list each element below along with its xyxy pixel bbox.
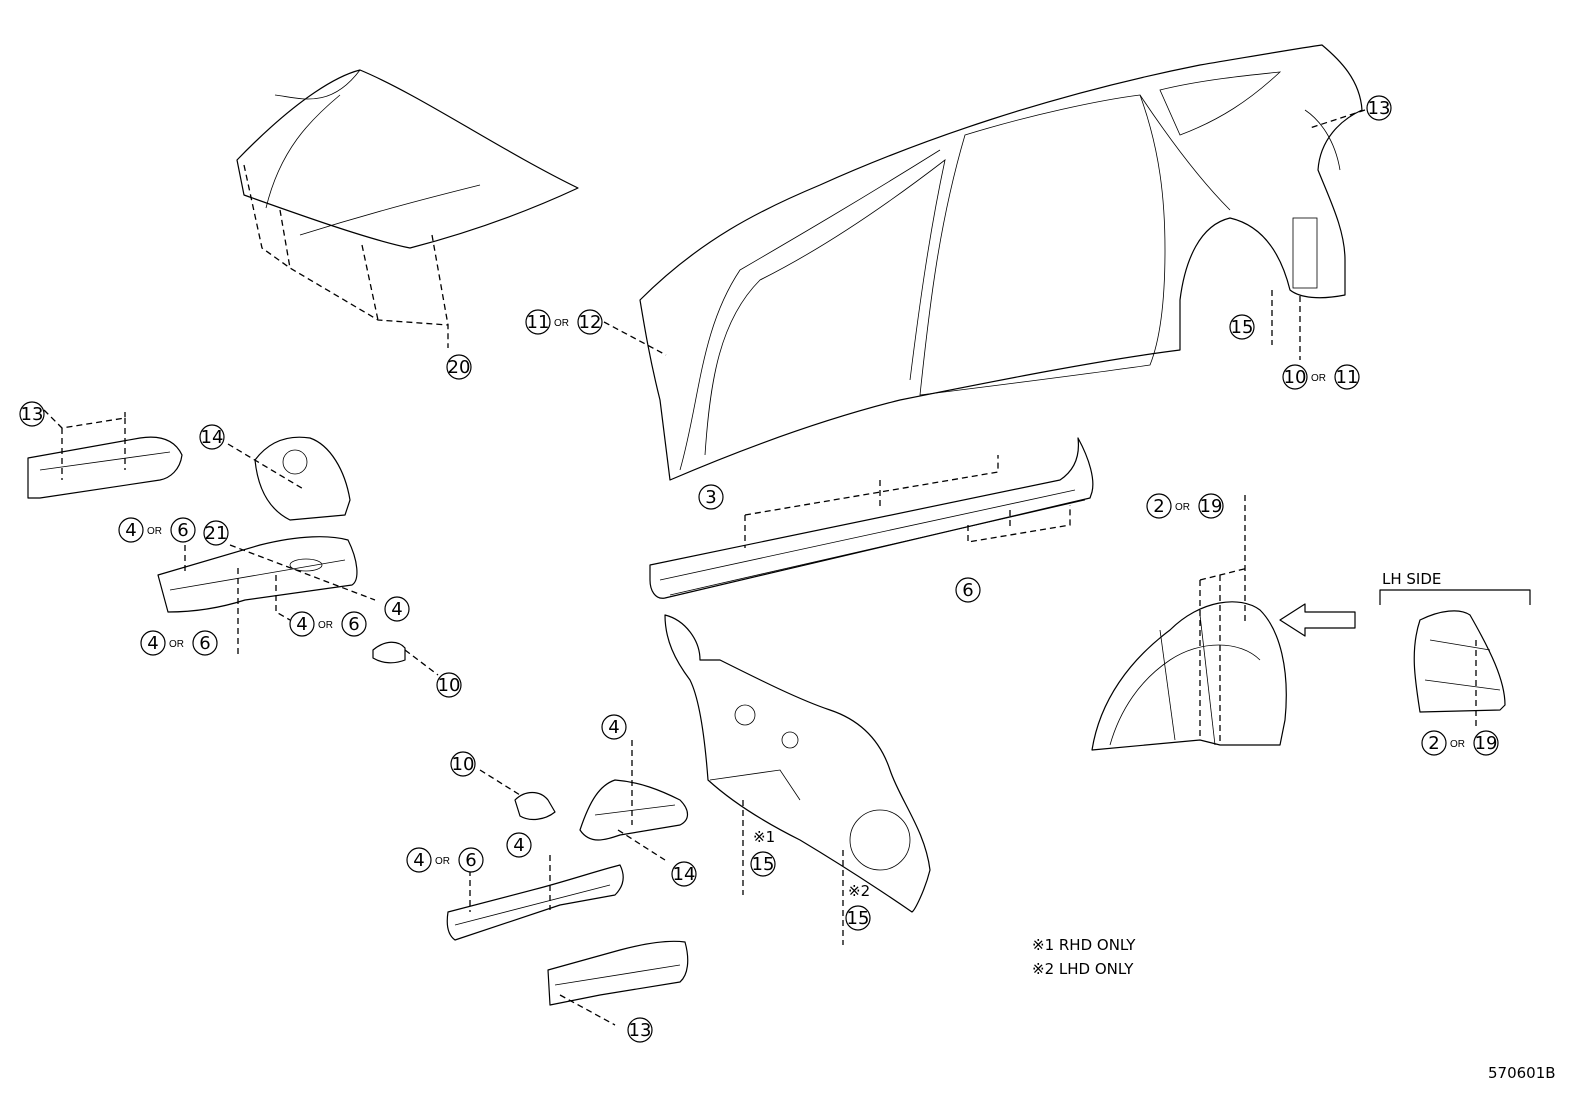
svg-text:13: 13 [629, 1020, 652, 1041]
dash_note1-callout-a: 15 [750, 851, 776, 877]
member_21-callout-a: 21 [203, 520, 229, 546]
svg-text:20: 20 [448, 357, 471, 378]
lh-side-panel [1379, 589, 1531, 728]
member_4_6_mid-callout-a: 4 [289, 611, 315, 637]
hood-callout-a: 20 [446, 354, 472, 380]
svg-text:4: 4 [147, 633, 158, 654]
lower-apron [579, 740, 689, 861]
rocker-panel [649, 437, 1094, 599]
body_side_front-callout-a: 11 [525, 309, 551, 335]
dash-panel [664, 614, 931, 945]
member_4_6_mid-callout-b: 6 [341, 611, 367, 637]
svg-text:6: 6 [465, 850, 476, 871]
lower_4_6-callout-b: 6 [458, 847, 484, 873]
lh_2_19-callout-a: 2 [1421, 730, 1447, 756]
rocker_6-callout-a: 6 [955, 577, 981, 603]
svg-text:4: 4 [296, 614, 307, 635]
svg-text:10: 10 [1284, 367, 1307, 388]
quarter_10_11-or-text: OR [1311, 373, 1326, 384]
rocker_3-callout-a: 3 [698, 484, 724, 510]
lower-bracket-10 [479, 769, 556, 821]
svg-text:10: 10 [452, 754, 475, 775]
svg-text:4: 4 [513, 835, 524, 856]
svg-text:6: 6 [962, 580, 973, 601]
lower-member-13 [547, 940, 689, 1026]
quarter_13-callout-a: 13 [1366, 95, 1392, 121]
svg-text:11: 11 [527, 312, 550, 333]
body-side-outer [603, 44, 1366, 481]
note-rhd-only: ※1 RHD ONLY [1032, 936, 1136, 954]
dash_note1-note-mark: ※1 [753, 828, 775, 846]
svg-text:2: 2 [1153, 496, 1164, 517]
svg-text:15: 15 [847, 908, 870, 929]
svg-text:6: 6 [177, 520, 188, 541]
wheelhouse_2_19-callout-a: 2 [1146, 493, 1172, 519]
svg-text:3: 3 [705, 487, 716, 508]
member_4_6_top-callout-a: 4 [118, 517, 144, 543]
svg-text:15: 15 [1231, 317, 1254, 338]
body_side_front-callout-b: 12 [577, 309, 603, 335]
svg-text:4: 4 [608, 717, 619, 738]
svg-text:2: 2 [1428, 733, 1439, 754]
svg-text:13: 13 [1368, 98, 1391, 119]
front-member-mid [157, 536, 376, 657]
svg-text:4: 4 [125, 520, 136, 541]
front-side-member-upper [27, 409, 183, 499]
lower_4-callout-a: 4 [506, 832, 532, 858]
svg-text:4: 4 [413, 850, 424, 871]
member_4_6_top-or-text: OR [147, 526, 162, 537]
member_4_6_low-or-text: OR [169, 639, 184, 650]
lower-member-4-6 [446, 855, 624, 941]
svg-text:19: 19 [1200, 496, 1223, 517]
lower_14-callout-a: 14 [671, 861, 697, 887]
quarter_10_11-callout-b: 11 [1334, 364, 1360, 390]
member_4_6_low-callout-a: 4 [140, 630, 166, 656]
dash_note2-callout-a: 15 [845, 905, 871, 931]
svg-text:13: 13 [21, 404, 44, 425]
member_4_6_mid-or-text: OR [318, 620, 333, 631]
member_4_6_low-callout-b: 6 [192, 630, 218, 656]
member_4_6_top-callout-b: 6 [170, 517, 196, 543]
lower_4_6-callout-a: 4 [406, 847, 432, 873]
lower_13-callout-a: 13 [627, 1017, 653, 1043]
svg-text:21: 21 [205, 523, 228, 544]
quarter_10_11-callout-a: 10 [1282, 364, 1308, 390]
svg-text:19: 19 [1475, 733, 1498, 754]
wheelhouse_2_19-or-text: OR [1175, 502, 1190, 513]
svg-text:6: 6 [199, 633, 210, 654]
svg-text:6: 6 [348, 614, 359, 635]
lh_2_19-callout-b: 19 [1473, 730, 1499, 756]
member_4-callout-a: 4 [384, 596, 410, 622]
wheelhouse_2_19-callout-b: 19 [1198, 493, 1224, 519]
body_side_front-or-text: OR [554, 318, 569, 329]
bracket_10-callout-a: 10 [436, 672, 462, 698]
lower_10-callout-a: 10 [450, 751, 476, 777]
body_front_13-callout-a: 13 [19, 401, 45, 427]
diagram-id: 570601B [1488, 1064, 1556, 1082]
front-apron-upper [227, 436, 351, 521]
hood-panel [236, 69, 579, 348]
dash_note2-note-mark: ※2 [848, 882, 870, 900]
svg-text:14: 14 [673, 864, 696, 885]
lh_2_19-or-text: OR [1450, 739, 1465, 750]
svg-text:14: 14 [201, 427, 224, 448]
rear-wheelhouse [1091, 495, 1356, 751]
svg-text:10: 10 [438, 675, 461, 696]
note-lhd-only: ※2 LHD ONLY [1032, 960, 1134, 978]
front-bracket [372, 641, 439, 676]
lh-side-label: LH SIDE [1382, 570, 1441, 588]
svg-text:15: 15 [752, 854, 775, 875]
quarter_15-callout-a: 15 [1229, 314, 1255, 340]
lower_4_6-or-text: OR [435, 856, 450, 867]
svg-text:12: 12 [579, 312, 602, 333]
svg-text:4: 4 [391, 599, 402, 620]
apron_14-callout-a: 14 [199, 424, 225, 450]
lower_4_top-callout-a: 4 [601, 714, 627, 740]
svg-text:11: 11 [1336, 367, 1359, 388]
